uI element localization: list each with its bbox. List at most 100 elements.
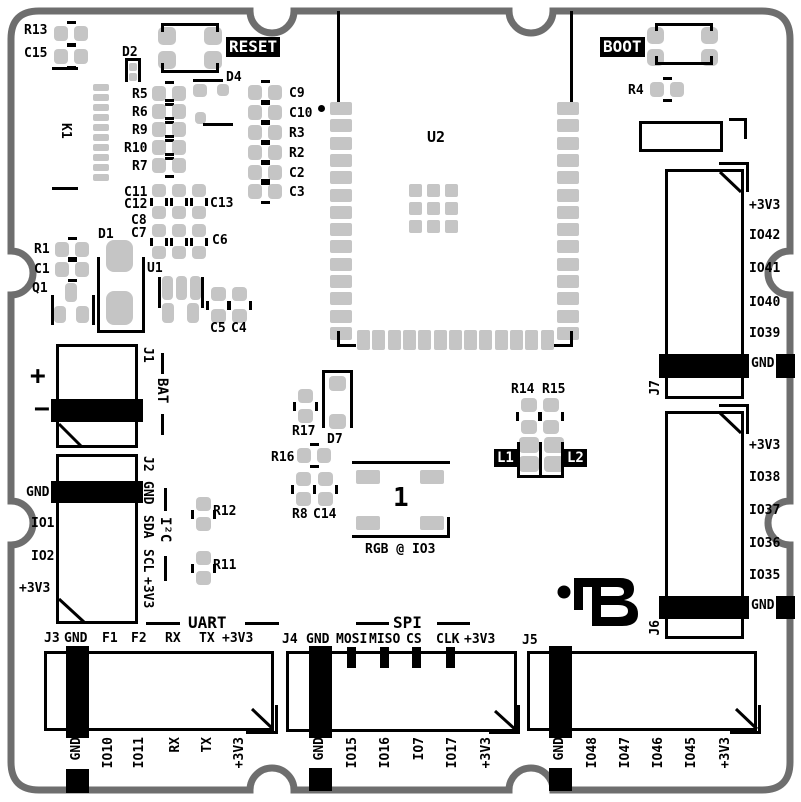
- k1-pads-2: [93, 94, 109, 101]
- r5-pads-tick1: [165, 81, 174, 84]
- j4-gnd-tab: [309, 768, 332, 791]
- r1-pads-pad1: [55, 242, 69, 257]
- d4-pad3: [195, 112, 206, 124]
- r6-pads-tick1: [165, 99, 174, 102]
- l2-pad2: [544, 456, 564, 472]
- u2-pads-right-1: [557, 102, 579, 115]
- antenna-line-left: [337, 11, 340, 103]
- j4-corner-h: [489, 731, 520, 734]
- u2-pads-bottom-13: [541, 330, 554, 350]
- label-c2: C2: [289, 166, 305, 181]
- j2-left-io2: IO2: [31, 549, 55, 564]
- led-outline-bottom: [517, 475, 564, 478]
- l1-pad1: [519, 437, 539, 453]
- d2-outline-left: [125, 58, 128, 82]
- c15-pads-pad1: [54, 49, 68, 64]
- u2-pads-right-5: [557, 171, 579, 184]
- r15-pads-tick1: [538, 412, 541, 421]
- label-u1: U1: [147, 261, 163, 276]
- c8-c7-pads-p3b: [192, 246, 206, 259]
- chamfer-line-3: [493, 709, 519, 733]
- label-c7: C7: [131, 226, 147, 241]
- u2-pads-left-5: [330, 171, 352, 184]
- u2-pads-left-8: [330, 223, 352, 236]
- r4-pads-pad1: [650, 82, 664, 97]
- r5-pads-pad2: [172, 86, 186, 101]
- j2-pin-scl: SCL: [140, 549, 155, 573]
- j5-corner-h: [730, 731, 761, 734]
- r3-pads-tick1: [261, 120, 270, 123]
- j3-bottom-io10: IO10: [101, 737, 116, 769]
- u2-center-pads-9: [445, 220, 458, 233]
- j7-pin-io40: IO40: [749, 295, 781, 310]
- boot-outline-tr: [710, 23, 713, 31]
- u1-line-left: [158, 277, 161, 308]
- reset-button-label: RESET: [226, 37, 281, 57]
- r7-pads-pad1: [152, 158, 166, 173]
- label-r4: R4: [628, 83, 644, 98]
- j7-outline: [665, 169, 744, 399]
- d1-outline-left: [97, 257, 100, 333]
- reset-outline-tl: [161, 23, 164, 32]
- uart-dash-left: [146, 622, 180, 625]
- r15-pads-tick2: [561, 412, 564, 421]
- r12-pads-tick2: [213, 510, 216, 519]
- r13-pads-tick1: [67, 21, 76, 24]
- boot-button-label: BOOT: [600, 37, 645, 57]
- u2-pads-right-12: [557, 292, 579, 305]
- reset-outline-tr: [216, 23, 219, 32]
- u2-pads-left-10: [330, 258, 352, 271]
- u2-pads-right-8: [557, 223, 579, 236]
- j2-left-gnd: GND: [26, 485, 50, 500]
- rgb-pad2: [420, 470, 444, 484]
- label-c1: C1: [34, 262, 50, 277]
- u2-pads-bottom-7: [449, 330, 462, 350]
- j3-top-f1: F1: [102, 631, 118, 646]
- r11-pads-pad2: [196, 571, 211, 585]
- u1-pad1: [162, 276, 173, 300]
- u2-pin1-dot: [318, 105, 325, 112]
- r17-pads-tick1: [293, 402, 296, 411]
- r9-pads-tick2: [165, 139, 174, 142]
- u2-center-pads-4: [409, 202, 422, 215]
- k1-pads-6: [93, 134, 109, 141]
- r6-pads-tick2: [165, 121, 174, 124]
- c9-pads-pad1: [248, 85, 262, 100]
- u2-pads-right-11: [557, 275, 579, 288]
- j2-gnd-bar: [51, 481, 143, 503]
- j3-bottom-3v3: +3V3: [232, 737, 247, 769]
- c14-pads-pad2: [318, 492, 333, 506]
- c3-pads-pad2: [268, 184, 282, 199]
- u2-center-pads-2: [427, 184, 440, 197]
- c5-pads-tick1: [206, 301, 209, 310]
- j7-gnd-bar: [659, 354, 749, 378]
- j4-top-clk: CLK: [436, 632, 460, 647]
- c2-pads-tick2: [261, 182, 270, 185]
- l2-pad1: [544, 437, 564, 453]
- d7-outline-left: [322, 370, 325, 428]
- u2-pads-bottom-9: [479, 330, 492, 350]
- r14-pads-pad2: [521, 420, 537, 434]
- u2-pads-bottom-2: [372, 330, 385, 350]
- c8-c7-pads-t1b: [165, 238, 168, 246]
- d1-pad1: [106, 240, 133, 272]
- label-c13: C13: [210, 196, 234, 211]
- r6-pads-pad1: [152, 104, 166, 119]
- d2-pad2: [129, 73, 137, 81]
- r15-pads-pad2: [543, 420, 559, 434]
- j3-top-f2: F2: [131, 631, 147, 646]
- chamfer-lines: [57, 170, 759, 733]
- r1-pads-tick2: [68, 259, 77, 262]
- led-outline-mid: [539, 442, 542, 478]
- j4-bottom-gnd: GND: [312, 737, 327, 761]
- j7-pin-io42: IO42: [749, 228, 781, 243]
- led-l2-label: L2: [564, 449, 587, 467]
- j5-bottom-gnd: GND: [552, 737, 567, 761]
- c8-c7-pads-t2b: [185, 238, 188, 246]
- j3-corner-h: [246, 731, 278, 734]
- j2-left-io1: IO1: [31, 516, 55, 531]
- j2-pin-gnd: GND: [140, 481, 155, 505]
- label-r2: R2: [289, 146, 305, 161]
- d2-outline-right: [138, 58, 141, 82]
- d4-line-top: [193, 79, 223, 82]
